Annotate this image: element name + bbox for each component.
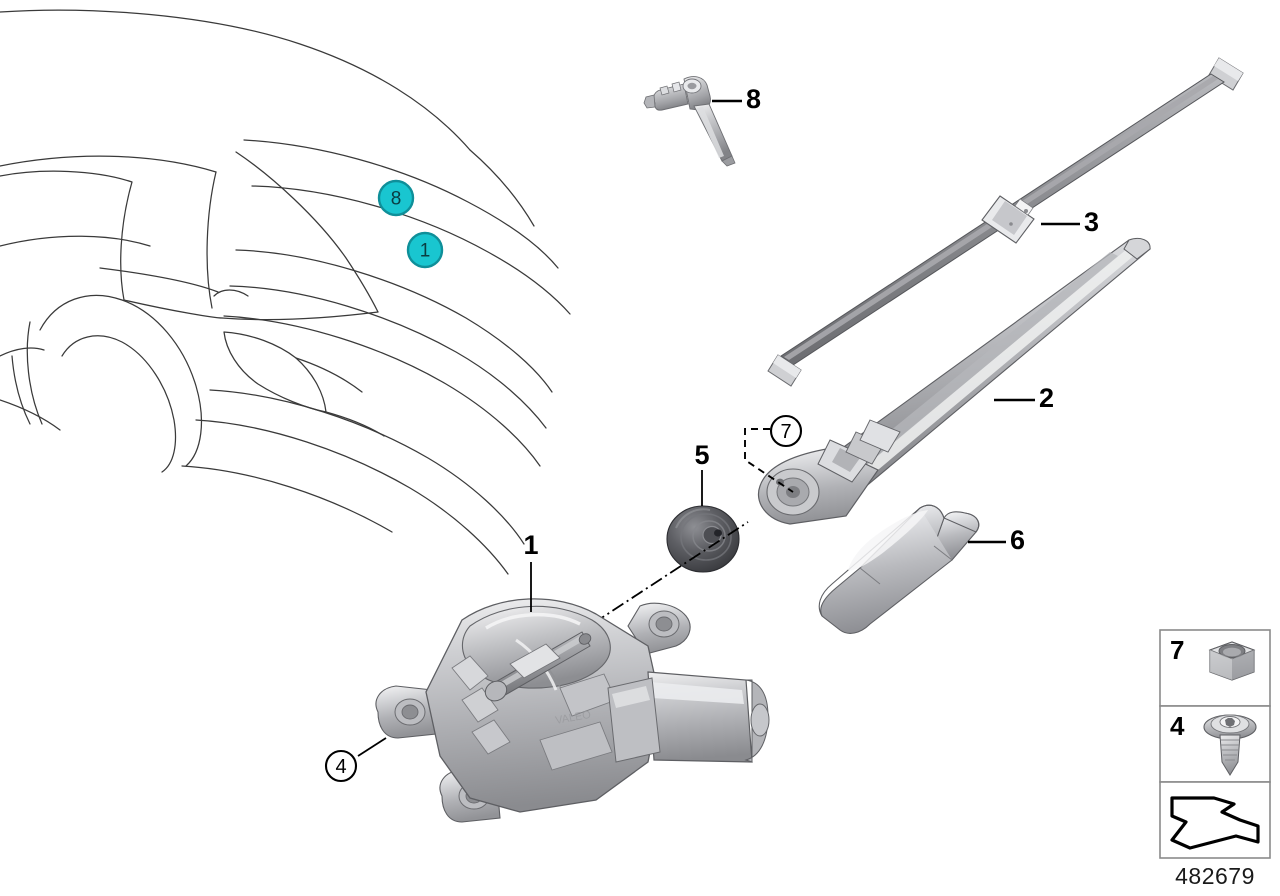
part-wiper-blade[interactable] (767, 57, 1244, 387)
callout-7[interactable]: 7 (744, 414, 803, 493)
hex-nut-icon (1208, 641, 1256, 681)
blade-clip (981, 195, 1035, 244)
highlight-callout-8[interactable]: 8 (377, 179, 415, 217)
view-direction-arrow-icon (1170, 796, 1260, 850)
callout-label-4: 4 (335, 756, 346, 778)
vehicle-outline (0, 9, 571, 575)
highlight-callout-1[interactable]: 1 (406, 231, 444, 269)
legend-number-7: 7 (1170, 635, 1184, 665)
callout-label-7: 7 (780, 421, 791, 443)
callout-label-5: 5 (694, 440, 709, 470)
legend-number-4: 4 (1170, 711, 1185, 741)
part-cover-cap[interactable] (818, 504, 980, 634)
callout-label-3: 3 (1084, 207, 1099, 237)
part-rubber-grommet[interactable] (666, 505, 740, 573)
assembly-centerline (573, 521, 749, 637)
highlight-label-8: 8 (391, 189, 402, 210)
highlight-label-1: 1 (420, 241, 431, 262)
flanged-screw-icon (1203, 714, 1257, 776)
diagram-id-label: 482679 (1175, 863, 1255, 889)
callout-label-2: 2 (1039, 383, 1054, 413)
callout-label-8: 8 (746, 84, 761, 114)
callout-label-6: 6 (1010, 525, 1025, 555)
callout-label-1: 1 (523, 530, 538, 560)
part-wiper-motor[interactable]: VALEO (375, 598, 770, 823)
parts-legend-box[interactable]: 7 4 (1159, 629, 1271, 859)
part-wiper-arm[interactable] (757, 237, 1152, 525)
callout-4[interactable]: 4 (324, 737, 387, 783)
part-washer-jet-nozzle[interactable] (643, 76, 736, 167)
